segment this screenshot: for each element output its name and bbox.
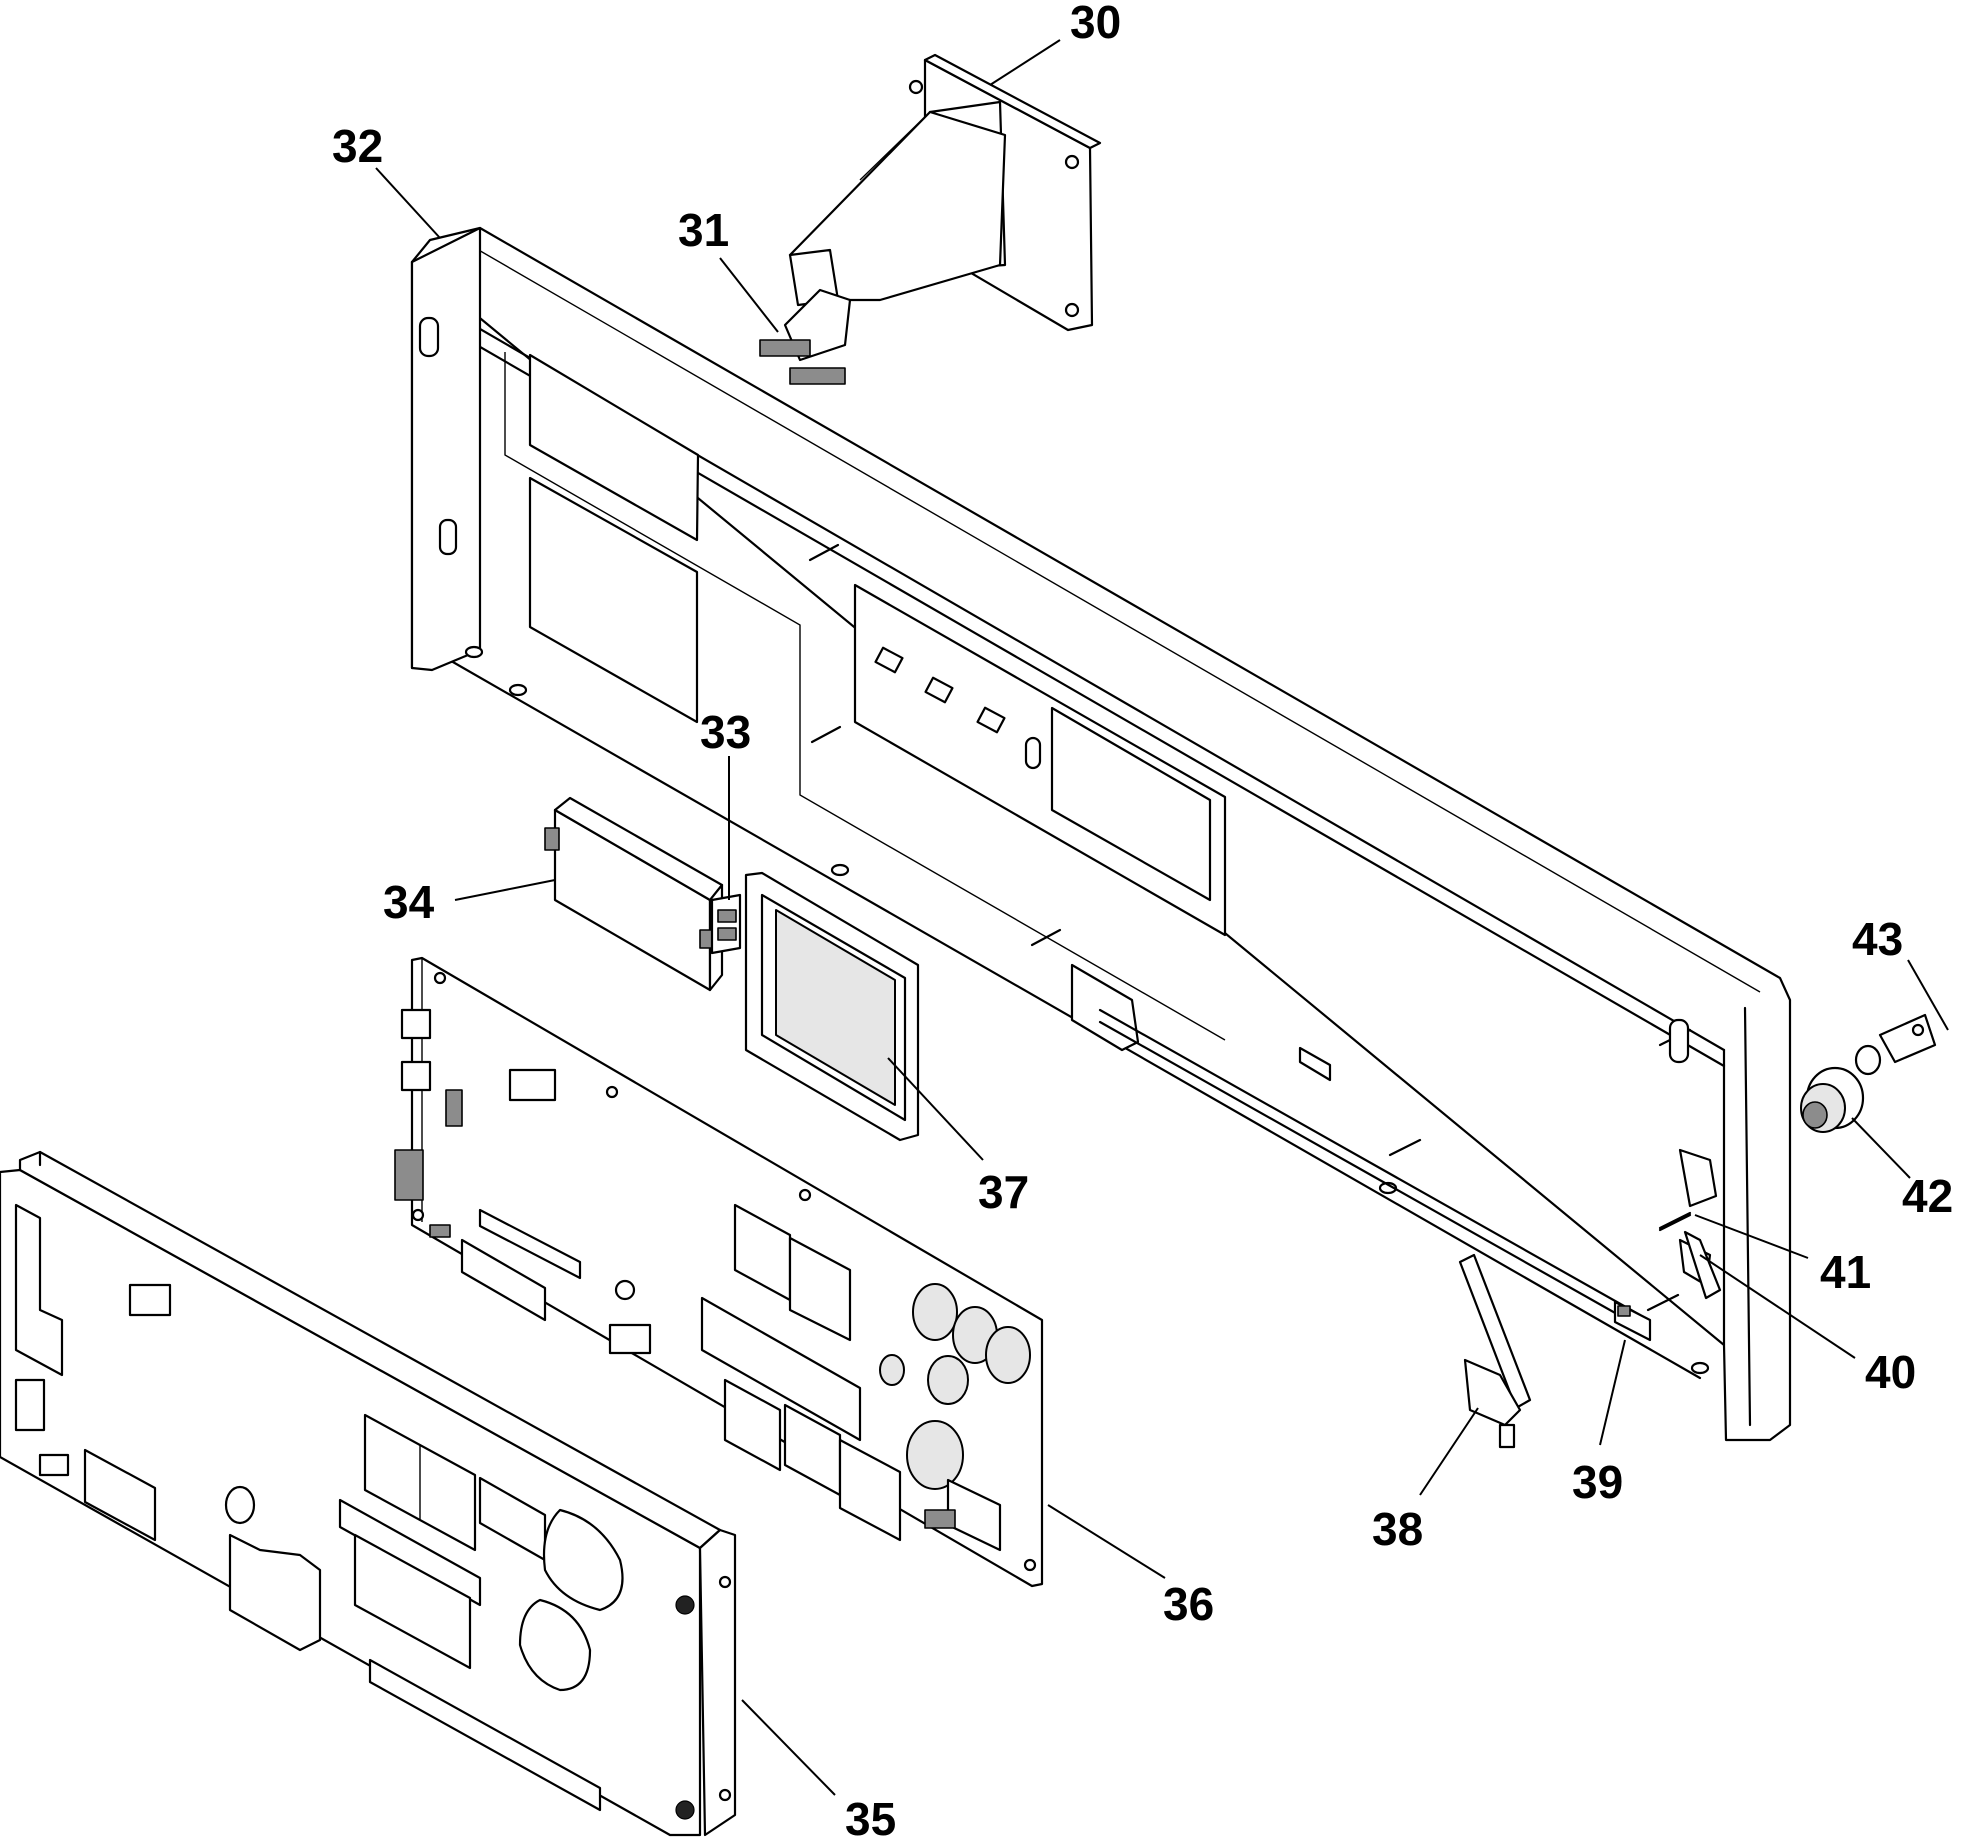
part-41-spring — [1658, 1211, 1692, 1230]
callout-40: 40 — [1865, 1346, 1916, 1398]
part-39-clip — [1613, 1300, 1652, 1342]
callout-38: 38 — [1372, 1503, 1423, 1555]
leader-41 — [1694, 1214, 1809, 1259]
leader-36 — [1047, 1504, 1166, 1579]
callouts: 30 31 32 33 34 35 36 37 38 39 40 41 42 4… — [332, 0, 1953, 1837]
callout-42: 42 — [1902, 1170, 1953, 1222]
leader-32 — [375, 167, 441, 239]
part-43-key — [1854, 1013, 1937, 1076]
leader-42 — [1851, 1117, 1911, 1179]
leader-40 — [1699, 1254, 1856, 1359]
part-35-rear-cover — [0, 1150, 737, 1837]
callout-33: 33 — [700, 706, 751, 758]
part-38-latch — [1458, 1253, 1532, 1449]
part-42-lock-cylinder — [1800, 1066, 1865, 1133]
callout-43: 43 — [1852, 913, 1903, 965]
callout-37: 37 — [978, 1166, 1029, 1218]
callout-36: 36 — [1163, 1578, 1214, 1630]
leader-lines — [375, 39, 1949, 1796]
callout-41: 41 — [1820, 1246, 1871, 1298]
callout-34: 34 — [383, 876, 435, 928]
leader-35 — [741, 1699, 836, 1796]
leader-39 — [1599, 1339, 1626, 1446]
part-32-control-panel — [410, 226, 1792, 1442]
callout-39: 39 — [1572, 1456, 1623, 1508]
leader-31 — [719, 257, 779, 333]
leader-43 — [1907, 959, 1949, 1031]
leader-38 — [1419, 1407, 1479, 1496]
callout-30: 30 — [1070, 0, 1121, 48]
part-34-module — [544, 796, 724, 992]
part-40-hinge — [1683, 1230, 1722, 1300]
callout-31: 31 — [678, 204, 729, 256]
leader-30 — [989, 39, 1061, 86]
leader-37 — [887, 1057, 984, 1161]
callout-35: 35 — [845, 1793, 896, 1837]
part-36-circuit-board — [394, 956, 1044, 1588]
part-33-connector — [710, 893, 742, 955]
part-30-bracket — [759, 53, 1102, 385]
leader-34 — [454, 879, 556, 901]
part-37-display-frame — [744, 871, 920, 1142]
callout-32: 32 — [332, 120, 383, 172]
